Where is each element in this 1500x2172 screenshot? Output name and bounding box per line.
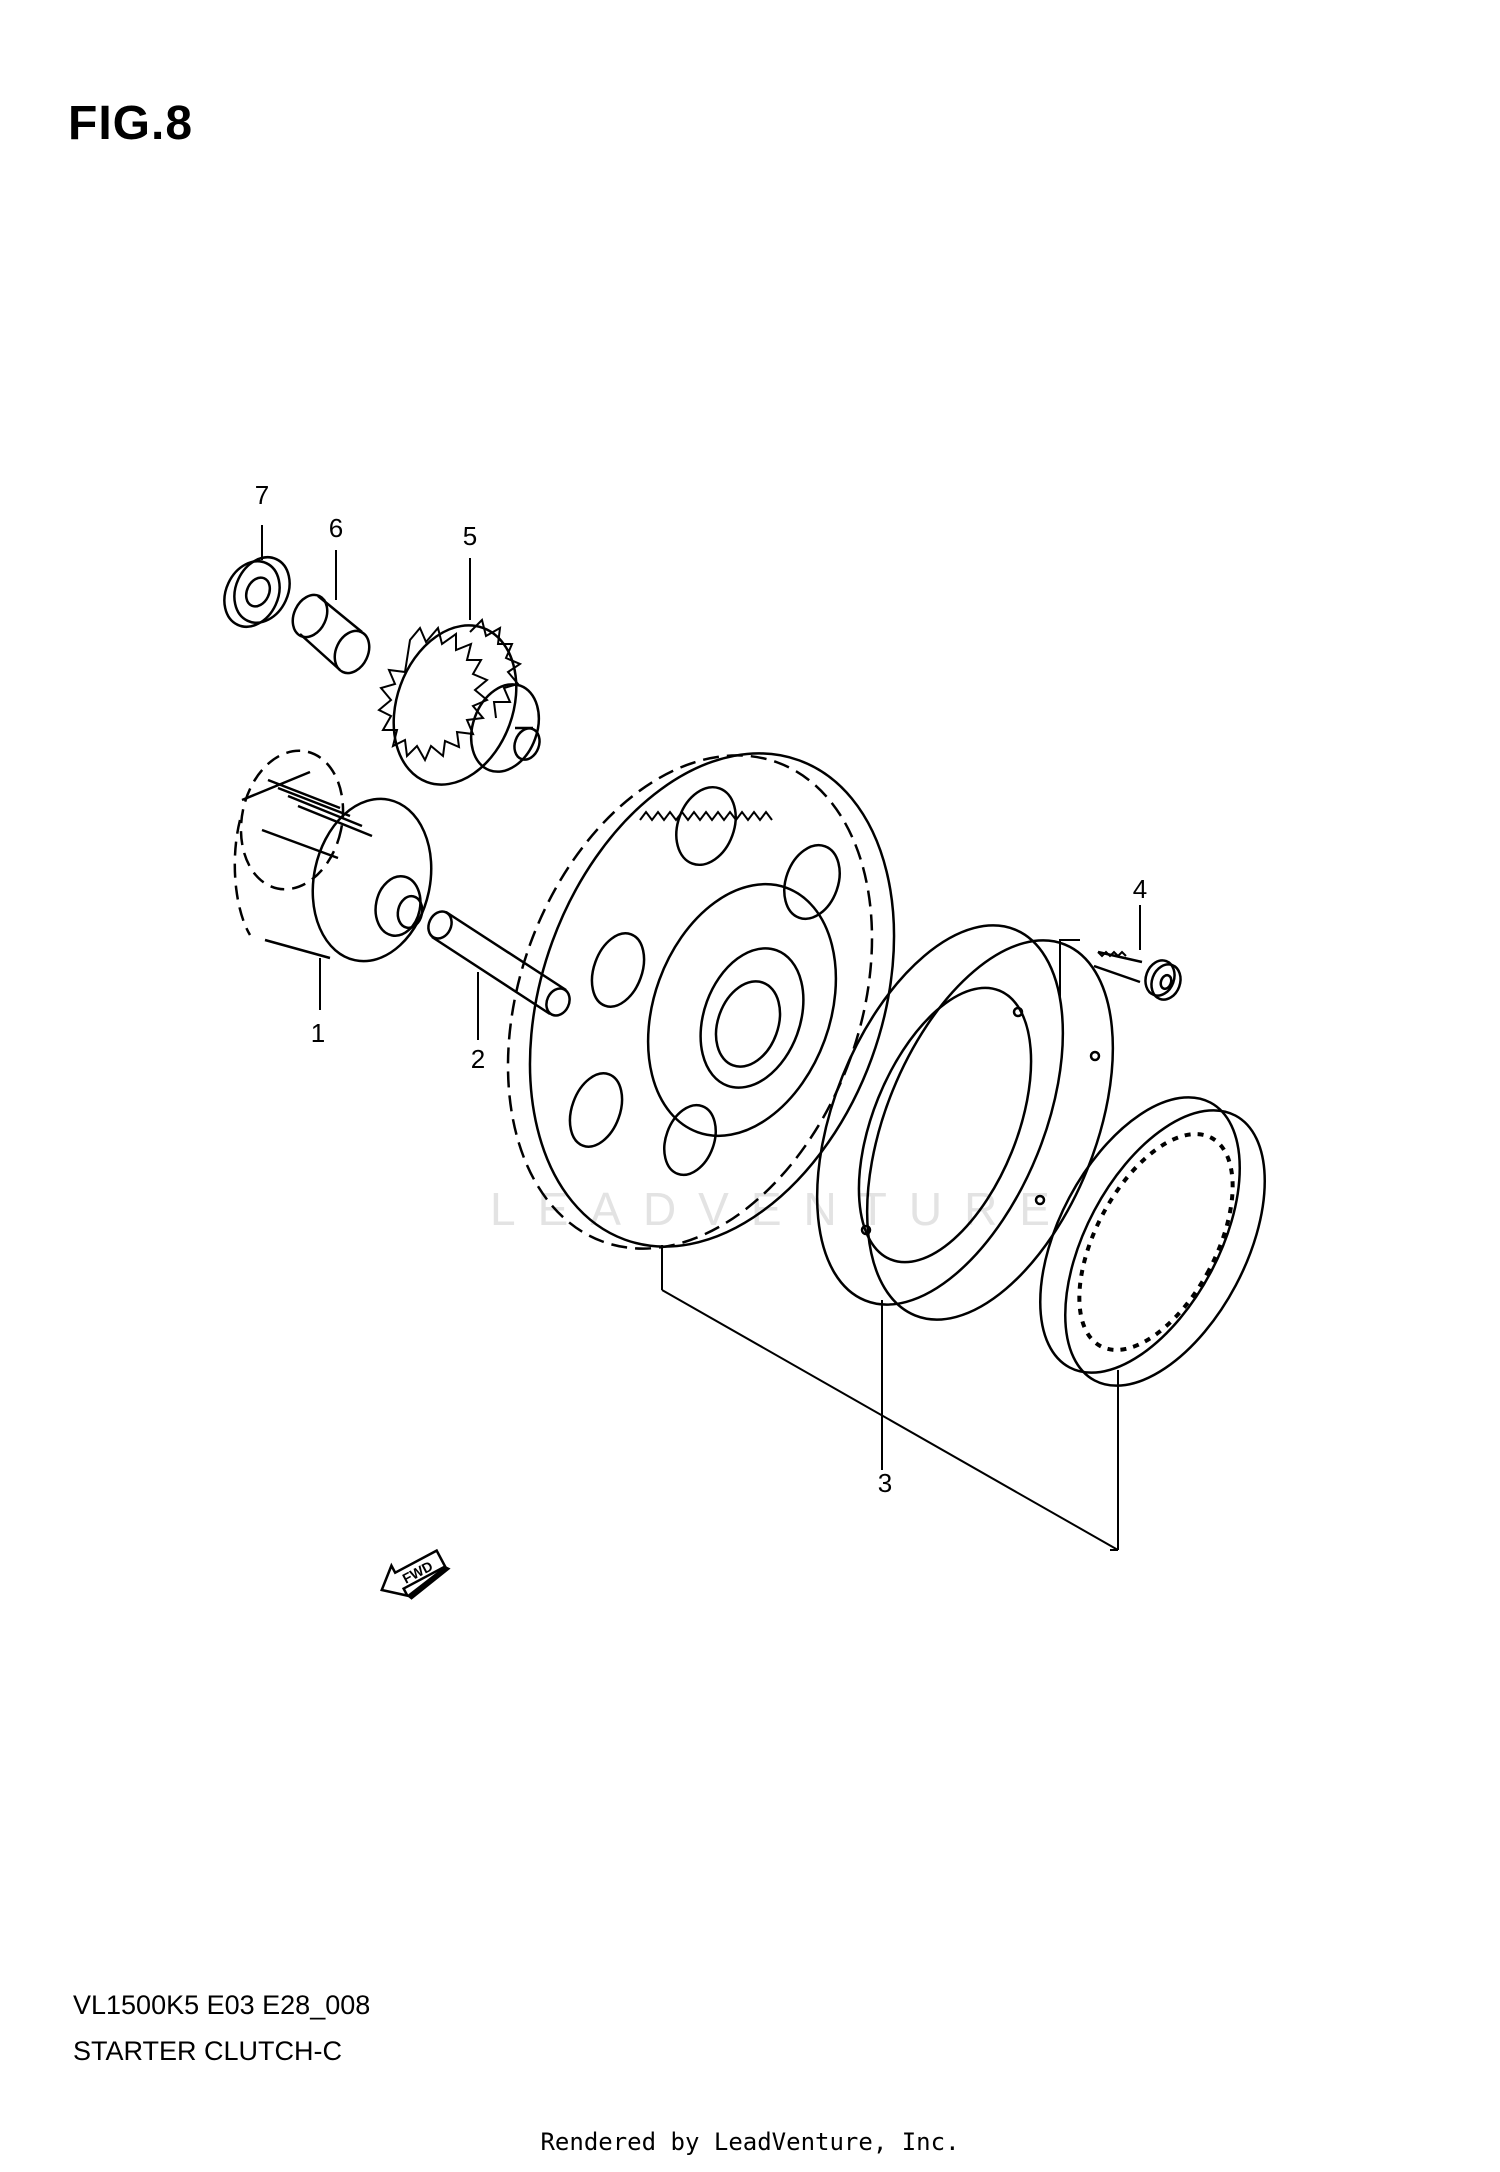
callout-1: 1 [311,1018,325,1048]
part-6-bushing[interactable] [286,589,376,678]
part-3-one-way-sprag[interactable] [999,1065,1306,1418]
part-1-starter-gear[interactable] [229,741,446,972]
callout-4: 4 [1133,874,1147,904]
rendered-by-credit: Rendered by LeadVenture, Inc. [540,2128,960,2156]
callout-6: 6 [329,513,343,543]
fwd-arrow: FWD [380,1548,451,1600]
part-2-pin[interactable] [424,908,574,1020]
model-code: VL1500K5 E03 E28_008 [73,1990,371,2020]
diagram-name: STARTER CLUTCH-C [73,2036,343,2066]
part-7-washer[interactable] [214,548,300,636]
watermark-text: LEADVENTURE [490,1183,1072,1235]
callout-numbers: 7 6 5 1 2 4 3 [255,480,1147,1498]
part-5-idle-gear[interactable] [372,608,550,802]
callout-7: 7 [255,480,269,510]
part-4-bolt[interactable] [1093,950,1185,1004]
leader-lines [261,525,1141,1551]
callout-5: 5 [463,521,477,551]
callout-3: 3 [878,1468,892,1498]
callout-2: 2 [471,1044,485,1074]
part-3-clutch-housing[interactable] [768,890,1163,1355]
figure-title: FIG.8 [68,97,194,150]
part-3-starter-clutch-gear[interactable] [443,702,959,1300]
